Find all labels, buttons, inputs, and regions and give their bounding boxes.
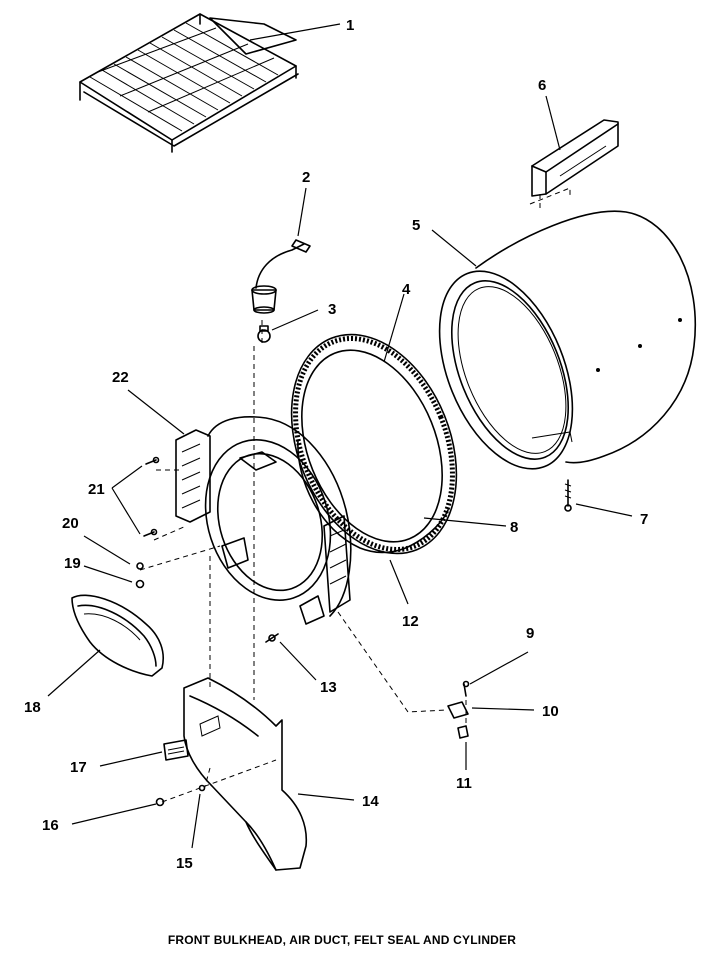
callout-8: 8 [510, 519, 518, 536]
callout-20: 20 [62, 515, 79, 532]
callout-7: 7 [640, 511, 648, 528]
callout-15: 15 [176, 855, 193, 872]
front-bulkhead [204, 416, 352, 625]
callout-11: 11 [456, 775, 472, 792]
callout-14: 14 [362, 793, 379, 810]
drying-rack [79, 13, 299, 153]
callout-21: 21 [88, 481, 105, 498]
diagram-caption: FRONT BULKHEAD, AIR DUCT, FELT SEAL AND … [168, 933, 516, 947]
leader-lines [47, 23, 633, 849]
drum-cylinder [438, 210, 696, 470]
callout-10: 10 [542, 703, 559, 720]
air-duct [183, 677, 308, 871]
callout-19: 19 [64, 555, 81, 572]
label-plate [163, 739, 189, 761]
callout-6: 6 [538, 77, 546, 94]
hinge-bracket [175, 429, 211, 523]
callout-numbers: 1 2 3 4 5 6 7 8 9 10 11 12 13 14 15 16 1… [24, 17, 648, 872]
callout-16: 16 [42, 817, 59, 834]
lint-housing [71, 594, 164, 677]
baffle [531, 119, 619, 197]
callout-3: 3 [328, 301, 336, 318]
callout-17: 17 [70, 759, 87, 776]
callout-4: 4 [402, 281, 411, 298]
screw-13 [265, 633, 279, 643]
callout-1: 1 [346, 17, 354, 34]
callout-2: 2 [302, 169, 310, 186]
callout-18: 18 [24, 699, 41, 716]
callout-5: 5 [412, 217, 420, 234]
screw-7 [564, 479, 572, 512]
callout-22: 22 [112, 369, 129, 386]
bulb [257, 325, 271, 343]
callout-12: 12 [402, 613, 419, 630]
assembly-lines [139, 187, 571, 803]
fasteners-left [135, 456, 160, 589]
callout-13: 13 [320, 679, 337, 696]
lamp-wire-assembly [251, 239, 311, 314]
hinge-pin-parts [447, 680, 470, 739]
callout-9: 9 [526, 625, 534, 642]
